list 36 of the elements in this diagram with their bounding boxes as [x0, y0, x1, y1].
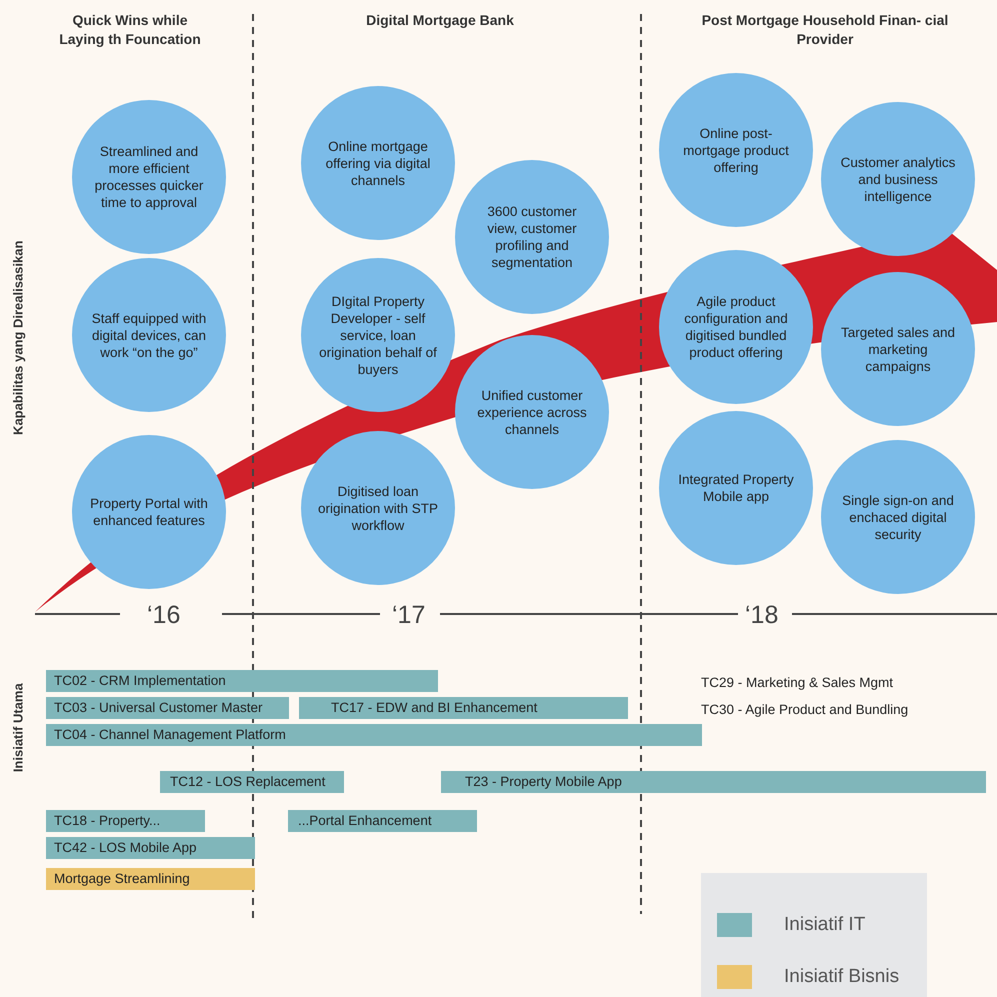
phase-heading: Quick Wins while Laying th Founcation	[58, 11, 202, 49]
axis-title: Inisiatif Utama	[9, 683, 26, 772]
capability-text: Online post-mortgage product offering	[682, 124, 790, 176]
phase-heading: Digital Mortgage Bank	[365, 11, 515, 30]
capability-text: Digitised loan origination with STP workflow	[317, 482, 439, 534]
capability-text: Integrated Property Mobile app	[677, 471, 795, 505]
initiative-bar: T23 - Property Mobile App	[441, 771, 986, 793]
initiative-bar: TC12 - LOS Replacement	[160, 771, 344, 793]
initiative-bar: TC17 - EDW and BI Enhancement	[299, 697, 628, 719]
capability-text: 3600 customer view, customer profiling and segmentation	[486, 203, 578, 271]
legend-text: Inisiatif IT	[784, 913, 866, 937]
legend-text: Inisiatif Bisnis	[784, 964, 900, 988]
initiative-bar: TC03 - Universal Customer Master	[46, 697, 289, 719]
initiative-bar: TC18 - Property...	[46, 810, 205, 832]
capability-text: Customer analytics and business intelligence	[840, 154, 956, 204]
initiative-label: TC29 - Marketing & Sales Mgmt	[701, 674, 894, 692]
axis-title: Kapabilitas yang Direalisasikan	[9, 240, 26, 435]
capability-text: DIgital Property Developer - self service, loan origination behalf of buyers	[318, 292, 438, 378]
year-label: ‘16	[147, 600, 180, 630]
year-label: ‘17	[392, 600, 426, 630]
initiative-bar: TC04 - Channel Management Platform	[46, 724, 702, 746]
capability-text: Agile product configuration and digitised bundled product offering	[683, 293, 789, 361]
capability-text: Unified customer experience across channels	[476, 386, 588, 438]
initiative-bar: ...Portal Enhancement	[288, 810, 477, 832]
initiative-bar: TC02 - CRM Implementation	[46, 670, 438, 692]
capability-text: Single sign-on and enchaced digital security	[841, 492, 955, 542]
initiative-bar: Mortgage Streamlining	[46, 868, 255, 890]
capability-text: Targeted sales and marketing campaigns	[840, 324, 956, 374]
initiative-bar: TC42 - LOS Mobile App	[46, 837, 255, 859]
capability-text: Staff equipped with digital devices, can work “on the go”	[90, 310, 208, 360]
year-label: ‘18	[745, 600, 778, 630]
initiative-label: TC30 - Agile Product and Bundling	[701, 701, 908, 719]
capability-text: Property Portal with enhanced features	[89, 495, 209, 529]
capability-text: Online mortgage offering via digital channels	[324, 138, 432, 188]
phase-heading: Post Mortgage Household Finan- cial Provider	[700, 11, 950, 49]
capability-text: Streamlined and more efficient processes quicker time to approval	[94, 143, 204, 211]
